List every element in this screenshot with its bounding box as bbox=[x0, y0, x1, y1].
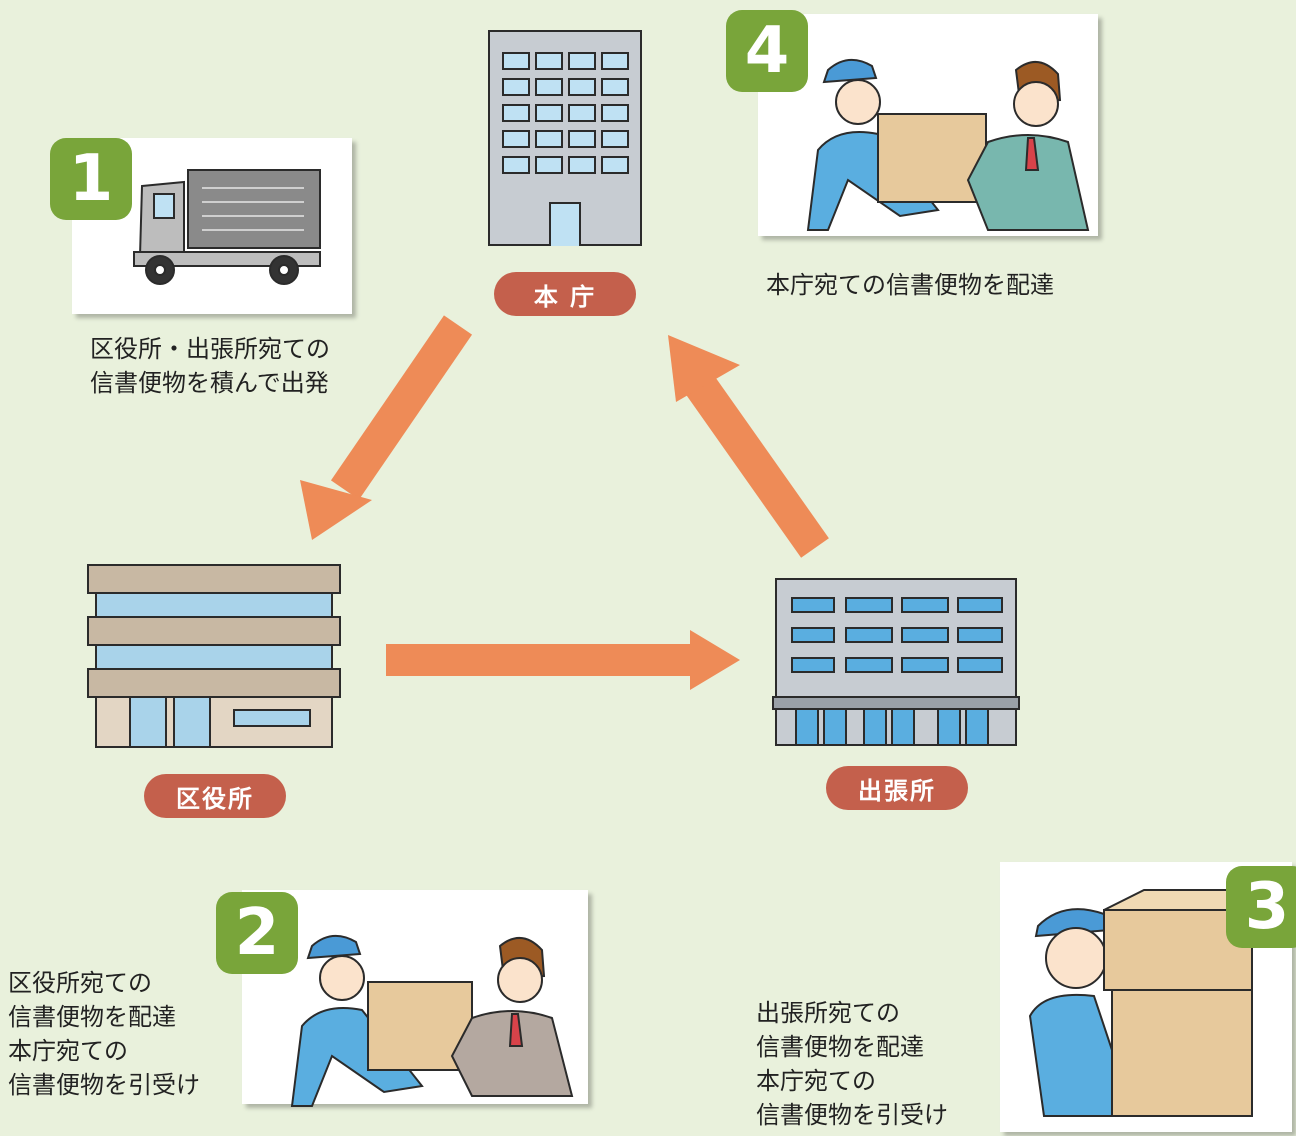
shucchojo-label: 出張所 bbox=[826, 766, 968, 810]
step-3-badge: 3 bbox=[1226, 866, 1296, 948]
step-2-badge: 2 bbox=[216, 892, 298, 974]
honcho-windows bbox=[502, 52, 630, 182]
step-3-card bbox=[1000, 862, 1292, 1132]
step-4-badge: 4 bbox=[726, 10, 808, 92]
kuyakusho-label: 区役所 bbox=[144, 774, 286, 818]
step-1-caption: 区役所・出張所宛ての 信書便物を積んで出発 bbox=[90, 335, 330, 397]
honcho-label: 本 庁 bbox=[494, 272, 636, 316]
handover-icon bbox=[806, 59, 1090, 231]
step-4-caption: 本庁宛ての信書便物を配達 bbox=[766, 271, 1054, 299]
kuyakusho-building-icon bbox=[86, 564, 342, 748]
step-2-card bbox=[242, 890, 588, 1107]
step-3-caption: 出張所宛ての 信書便物を配達 本庁宛ての 信書便物を引受け bbox=[756, 999, 948, 1129]
step-4-card bbox=[758, 14, 1098, 236]
carrying-boxes-icon bbox=[1028, 889, 1277, 1117]
honcho-door bbox=[549, 202, 581, 246]
step-1-card bbox=[72, 138, 352, 314]
truck-icon bbox=[133, 169, 321, 285]
step-2-caption: 区役所宛ての 信書便物を配達 本庁宛ての 信書便物を引受け bbox=[8, 969, 200, 1099]
shucchojo-building-icon bbox=[772, 578, 1020, 746]
handover-icon bbox=[290, 935, 574, 1107]
step-1-badge: 1 bbox=[50, 138, 132, 220]
